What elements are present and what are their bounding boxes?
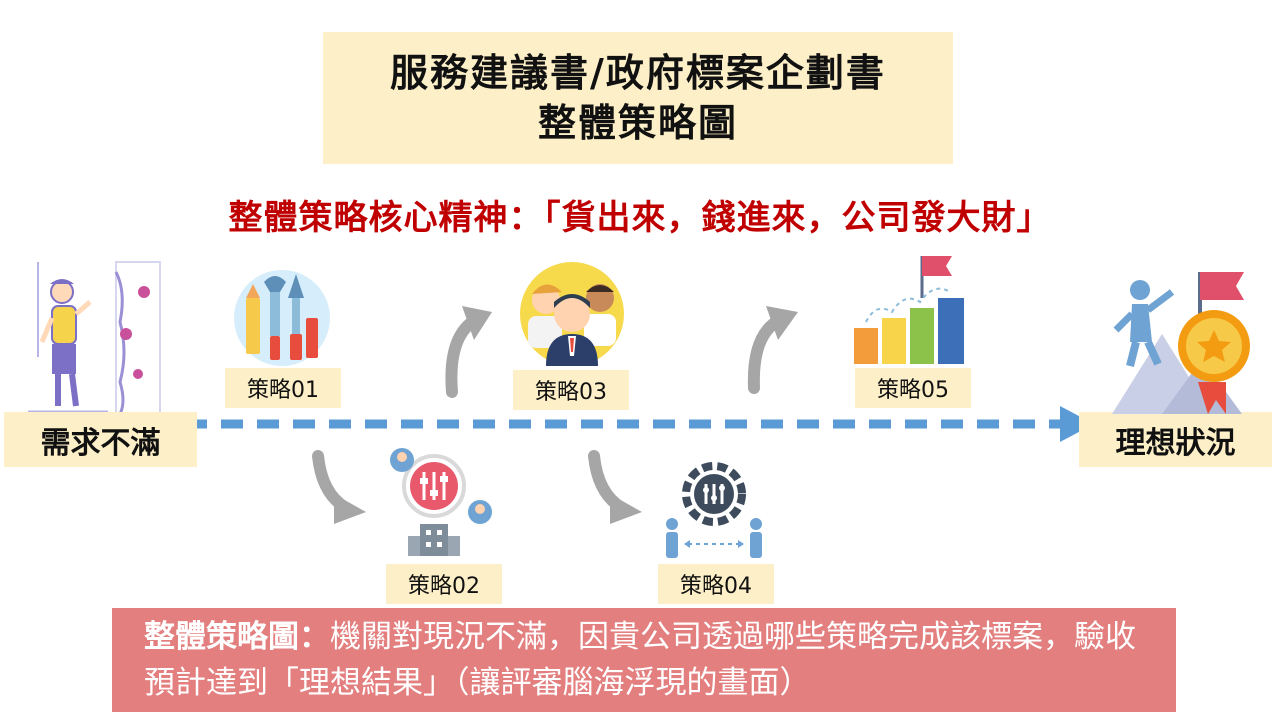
curve-arrowhead-down-2 bbox=[610, 494, 642, 524]
strategy-01-label: 策略01 bbox=[225, 368, 341, 408]
bottom-note-heading: 整體策略圖： bbox=[144, 619, 330, 655]
strategy-02-label: 策略02 bbox=[386, 564, 502, 604]
curve-arrowhead-up-2 bbox=[766, 306, 798, 340]
achievement-flag-icon bbox=[1112, 272, 1250, 414]
tools-icon bbox=[234, 270, 330, 366]
start-label: 需求不滿 bbox=[4, 412, 197, 467]
strategy-04-label: 策略04 bbox=[658, 564, 774, 604]
curve-arrowhead-down-1 bbox=[334, 494, 366, 524]
bottom-note-text: 機關對現況不滿，因貴公司透過哪些策略完成該標案，驗收預計達到「理想結果」（讓評審… bbox=[144, 619, 1136, 701]
end-label: 理想狀況 bbox=[1079, 412, 1272, 467]
strategy-03-label: 策略03 bbox=[513, 370, 629, 410]
climber-icon bbox=[28, 261, 161, 415]
core-spirit-text: 整體策略核心精神：「貨出來，錢進來，公司發大財」 bbox=[228, 198, 1052, 238]
gear-people-icon bbox=[666, 462, 762, 558]
strategy-05-label: 策略05 bbox=[855, 368, 971, 408]
title-box: 服務建議書/政府標案企劃書 整體策略圖 bbox=[323, 32, 953, 164]
curve-arrow-up-1 bbox=[445, 316, 478, 398]
curve-arrowhead-up-1 bbox=[462, 306, 492, 340]
bottom-note: 整體策略圖：機關對現況不滿，因貴公司透過哪些策略完成該標案，驗收預計達到「理想結… bbox=[112, 608, 1176, 712]
growth-chart-flag-icon bbox=[854, 256, 964, 364]
curve-arrow-up-2 bbox=[747, 316, 782, 394]
team-people-icon bbox=[520, 262, 624, 366]
title-line-2: 整體策略圖 bbox=[537, 101, 738, 145]
title-line-1: 服務建議書/政府標案企劃書 bbox=[390, 51, 886, 95]
network-settings-icon bbox=[390, 448, 492, 556]
